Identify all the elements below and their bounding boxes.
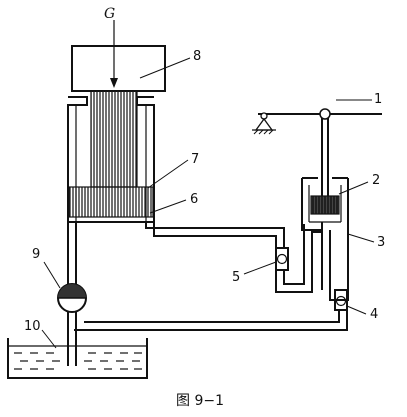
stop-valve-9-fill <box>58 284 86 298</box>
check-valve-4-ball <box>335 295 347 307</box>
lever-joint <box>319 108 331 120</box>
check-valve-5-ball <box>276 253 288 265</box>
label-2: 2 <box>372 173 380 188</box>
return-pipe-inner <box>84 310 340 323</box>
pivot-support <box>254 117 274 131</box>
label-10: 10 <box>24 319 41 334</box>
load-arrowhead <box>110 78 118 88</box>
label-3: 3 <box>377 235 385 250</box>
pipe-valve5-to-small-cyl-inner <box>283 224 305 285</box>
label-4: 4 <box>370 307 378 322</box>
large-piston-head <box>68 186 154 218</box>
pipe-to-valve5-inner <box>145 222 285 248</box>
oil-tank <box>7 338 148 379</box>
figure-caption: 图 9−1 <box>176 393 224 409</box>
pivot-ground-hatch <box>253 129 274 135</box>
oil-dashes <box>14 352 142 370</box>
label-9: 9 <box>32 247 40 262</box>
load-label: G <box>104 6 115 22</box>
pipe-valve5-to-small-cyl-outer <box>275 222 323 293</box>
large-piston-ram <box>90 90 138 188</box>
check-valve-5 <box>275 247 289 271</box>
pipe-to-valve5-outer <box>153 222 277 248</box>
label-1: 1 <box>374 92 382 107</box>
label-7: 7 <box>191 152 199 167</box>
small-cylinder-body <box>301 178 349 301</box>
return-pipe-outer <box>74 310 348 331</box>
label-8: 8 <box>193 49 201 64</box>
check-valve-4 <box>334 289 348 311</box>
small-piston <box>310 195 340 215</box>
leader-lines <box>41 57 375 349</box>
heavy-load-block <box>71 45 166 92</box>
label-6: 6 <box>190 192 198 207</box>
label-5: 5 <box>232 270 240 285</box>
